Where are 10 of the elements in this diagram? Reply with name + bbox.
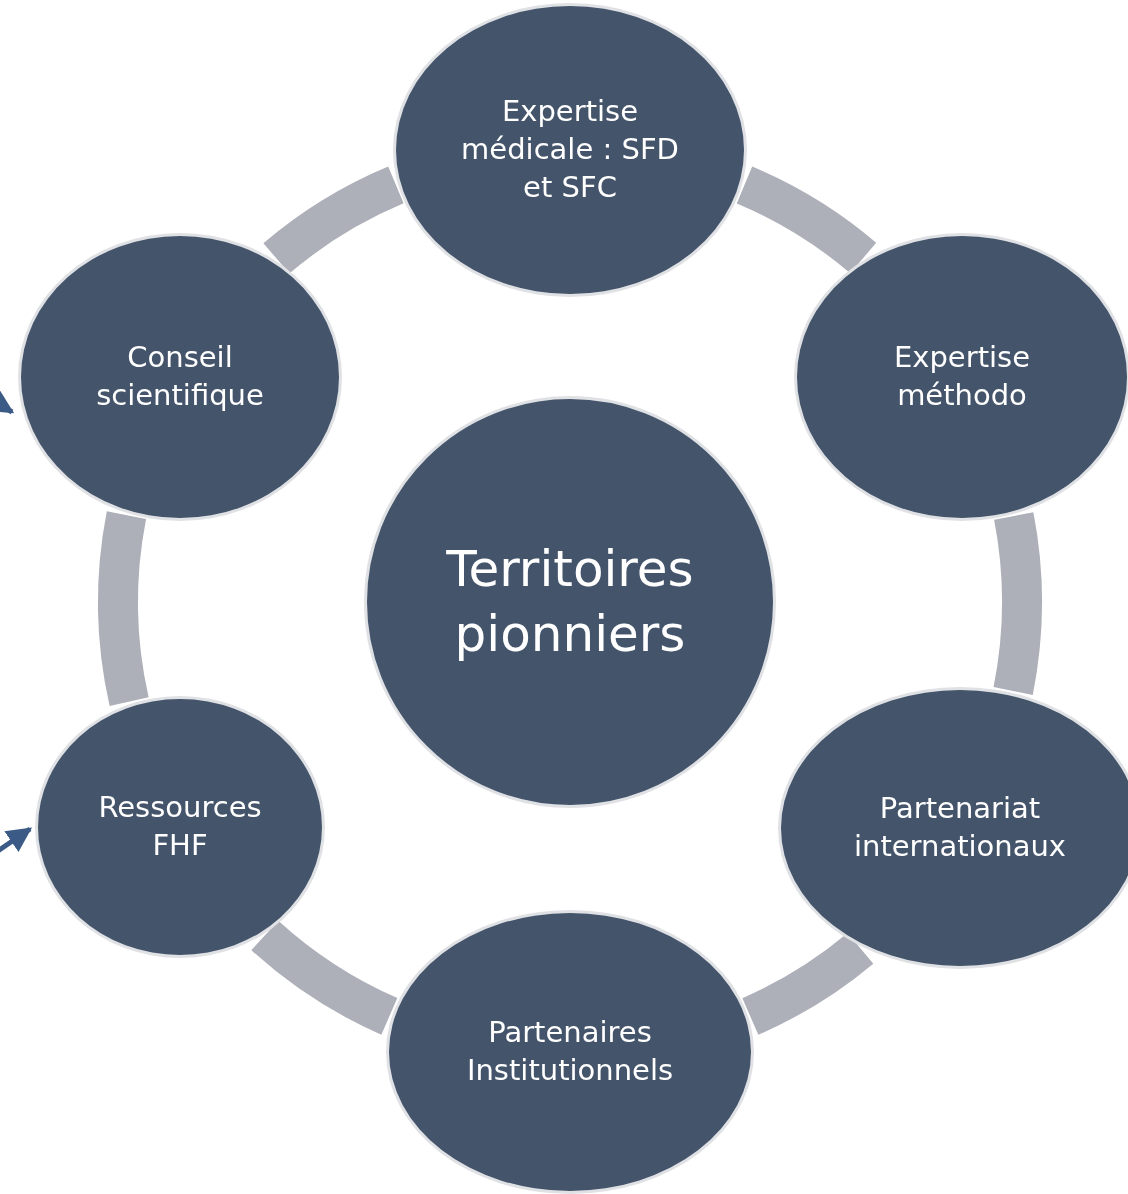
node-label: Territoires pionniers	[445, 539, 695, 665]
node-label: Partenariat internationaux	[852, 790, 1068, 865]
ring-connector	[993, 513, 1042, 694]
node-label: Ressources FHF	[97, 789, 263, 864]
node-label: Expertise méthodo	[892, 339, 1031, 414]
ring-connector	[736, 166, 876, 274]
node-label: Expertise médicale : SFD et SFC	[460, 93, 680, 206]
ring-connector	[263, 166, 405, 275]
node-label: Conseil scientifique	[95, 339, 265, 414]
node-label: Partenaires Institutionnels	[465, 1014, 675, 1089]
